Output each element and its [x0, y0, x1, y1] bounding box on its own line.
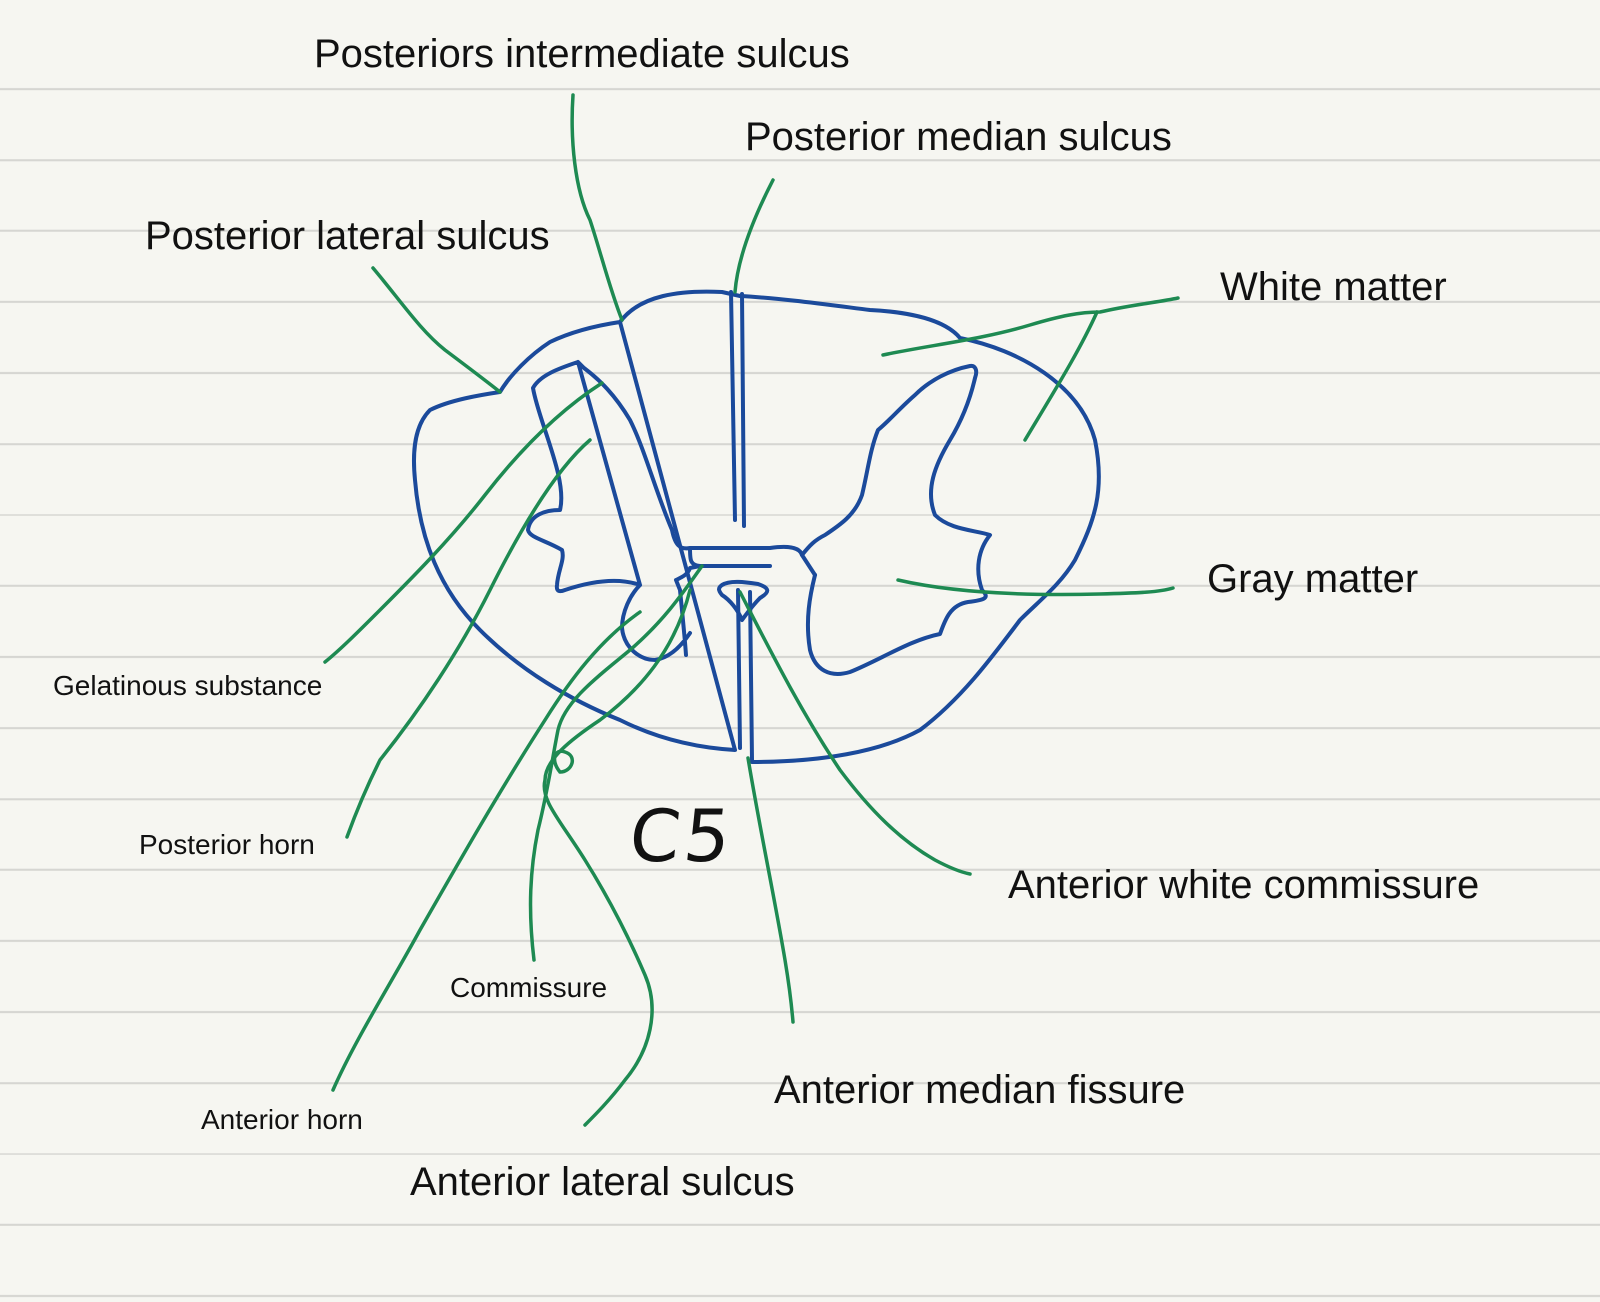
- label-posterior-intermediate-sulcus: Posteriors intermediate sulcus: [314, 32, 850, 76]
- gray-matter-left: [526, 360, 817, 662]
- leader-lines: [323, 93, 1180, 1127]
- label-commissure: Commissure: [450, 972, 608, 1003]
- posterior-median-septum: [729, 290, 746, 528]
- leader-posterior-horn: [345, 438, 592, 839]
- label-gray-matter: Gray matter: [1207, 557, 1419, 601]
- label-anterior-white-commissure: Anterior white commissure: [1008, 863, 1480, 907]
- cord-outer-boundary: [411, 289, 1101, 764]
- gray-matter-right: [800, 363, 992, 676]
- label-gelatinous-substance: Gelatinous substance: [53, 670, 323, 701]
- leader-anterior-median-fissure: [746, 756, 795, 1024]
- label-posterior-horn: Posterior horn: [139, 829, 315, 860]
- label-anterior-horn: Anterior horn: [201, 1104, 363, 1135]
- leader-commissure: [528, 564, 704, 962]
- label-posterior-median-sulcus: Posterior median sulcus: [745, 115, 1172, 159]
- leader-white-matter-branch: [1023, 310, 1099, 442]
- leader-anterior-horn: [331, 610, 642, 1092]
- cord-outline: [411, 289, 1101, 764]
- leader-posterior-median-sulcus: [733, 178, 775, 294]
- leader-white-matter-top: [881, 296, 1180, 357]
- spinal-level-label: C5: [625, 794, 739, 878]
- label-anterior-median-fissure: Anterior median fissure: [774, 1068, 1186, 1112]
- label-white-matter: White matter: [1220, 265, 1447, 309]
- leader-posterior-intermediate-sulcus: [570, 93, 624, 322]
- leader-gray-matter: [896, 578, 1175, 597]
- label-anterior-lateral-sulcus: Anterior lateral sulcus: [410, 1160, 795, 1204]
- leader-anterior-lateral-sulcus: [542, 588, 692, 1127]
- leader-posterior-lateral-sulcus: [371, 266, 502, 394]
- leader-anterior-lateral-sulcus-loop: [552, 749, 575, 774]
- leader-anterior-white-commissure: [738, 590, 972, 876]
- leader-gelatinous-substance: [323, 381, 604, 664]
- label-posterior-lateral-sulcus: Posterior lateral sulcus: [145, 214, 550, 258]
